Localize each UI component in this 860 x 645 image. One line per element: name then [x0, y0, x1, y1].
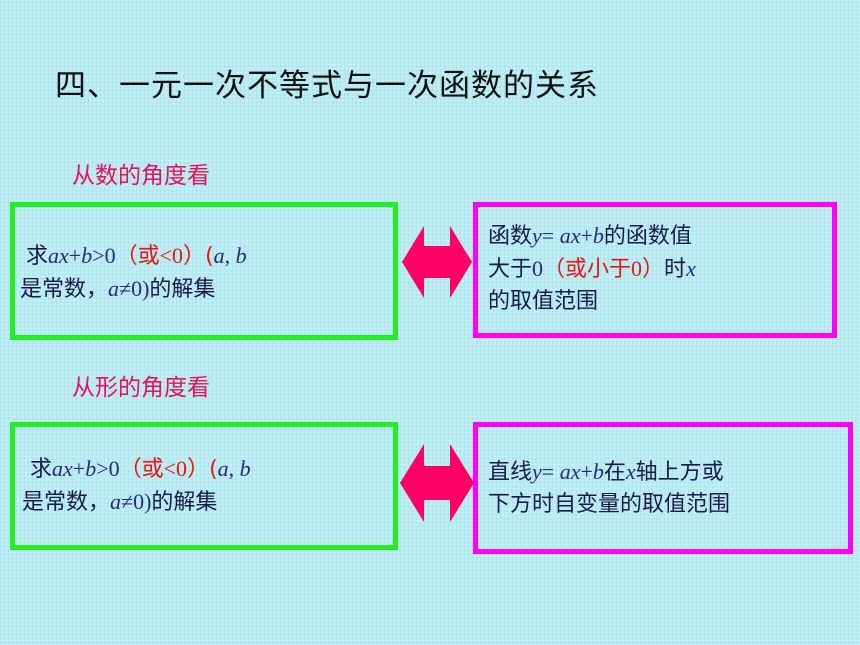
function-text-numeric: 函数y= ax+b的函数值 大于0（或小于0）时x 的取值范围 [488, 220, 696, 318]
double-arrow-icon [402, 226, 472, 298]
math-var: x [625, 459, 636, 484]
math-op: + [72, 456, 86, 481]
inequality-box-numeric [10, 202, 398, 340]
math-var: ax [48, 243, 69, 268]
math-var: ax [52, 456, 73, 481]
red-text: （或 [115, 244, 160, 269]
math-var: a [110, 489, 122, 514]
math-var: b [85, 456, 97, 481]
red-math: <0 [159, 243, 184, 268]
math-var: b [81, 243, 93, 268]
text-seg: 是常数， [22, 490, 111, 515]
text-seg: 轴上方或 [635, 460, 724, 485]
page-title: 四、一元一次不等式与一次函数的关系 [55, 68, 599, 104]
math-var: b [592, 459, 604, 484]
function-line-1: 直线y= ax+b在x轴上方或 [488, 456, 730, 489]
function-box-numeric [473, 202, 837, 338]
text-seg: 直线 [488, 460, 533, 485]
section-label-graphic: 从形的角度看 [72, 375, 210, 401]
inequality-text-numeric: 求ax+b>0（或<0）(a, b 是常数，a≠0)的解集 [20, 240, 247, 306]
math-var: b [592, 223, 604, 248]
text-seg: 大于 [488, 257, 533, 282]
text-seg: 的解集 [149, 277, 216, 302]
text-seg: 求 [26, 244, 49, 269]
text-seg: 函数 [488, 224, 533, 249]
red-text: ） [642, 257, 665, 282]
text-seg: 的函数值 [603, 224, 692, 249]
math-var: y [532, 223, 542, 248]
math-op: = [541, 459, 560, 484]
math-op: , [224, 243, 236, 268]
math-var: ax [559, 223, 581, 248]
text-seg: 时 [664, 257, 687, 282]
text-seg: 在 [603, 460, 626, 485]
text-seg: 是常数， [20, 277, 109, 302]
math-var: ax [559, 459, 581, 484]
math-var: b [235, 243, 247, 268]
red-text: （或小于 [543, 257, 632, 282]
math-var: a [108, 276, 120, 301]
red-math: <0 [163, 456, 188, 481]
function-line-1: 函数y= ax+b的函数值 [488, 220, 696, 253]
red-text: （或 [119, 457, 164, 482]
math-op: ≠0) [121, 489, 152, 514]
double-arrow-icon [400, 444, 474, 522]
section-label-numeric: 从数的角度看 [72, 163, 210, 189]
math-var: a [217, 456, 229, 481]
math-op: >0 [96, 456, 120, 481]
math-op: + [580, 223, 593, 248]
math-var: x [686, 256, 696, 281]
text-seg: 的取值范围 [488, 289, 599, 314]
function-line-2: 下方时自变量的取值范围 [488, 489, 730, 521]
text-seg: 下方时自变量的取值范围 [488, 492, 731, 517]
math-op: 0 [532, 256, 544, 281]
inequality-text-graphic: 求ax+b>0（或<0）(a, b 是常数，a≠0)的解集 [22, 453, 251, 519]
math-var: a [213, 243, 225, 268]
function-line-2: 大于0（或小于0）时x [488, 253, 696, 286]
inequality-line-2: 是常数，a≠0)的解集 [20, 273, 247, 306]
math-var: y [532, 459, 542, 484]
red-text: ）( [183, 244, 214, 269]
math-op: >0 [92, 243, 116, 268]
math-op: ≠0) [119, 276, 150, 301]
text-seg: 的解集 [151, 490, 218, 515]
inequality-line-2: 是常数，a≠0)的解集 [22, 486, 251, 519]
inequality-line-1: 求ax+b>0（或<0）(a, b [30, 453, 251, 486]
red-text: ）( [187, 457, 218, 482]
function-text-graphic: 直线y= ax+b在x轴上方或 下方时自变量的取值范围 [488, 456, 730, 521]
red-math: 0 [631, 256, 643, 281]
math-var: b [239, 456, 251, 481]
text-seg: 求 [30, 457, 53, 482]
math-op: + [580, 459, 593, 484]
function-box-graphic [473, 422, 853, 554]
math-op: = [541, 223, 560, 248]
math-op: + [68, 243, 82, 268]
function-line-3: 的取值范围 [488, 286, 696, 318]
math-op: , [228, 456, 240, 481]
inequality-line-1: 求ax+b>0（或<0）(a, b [26, 240, 247, 273]
inequality-box-graphic [10, 422, 398, 550]
